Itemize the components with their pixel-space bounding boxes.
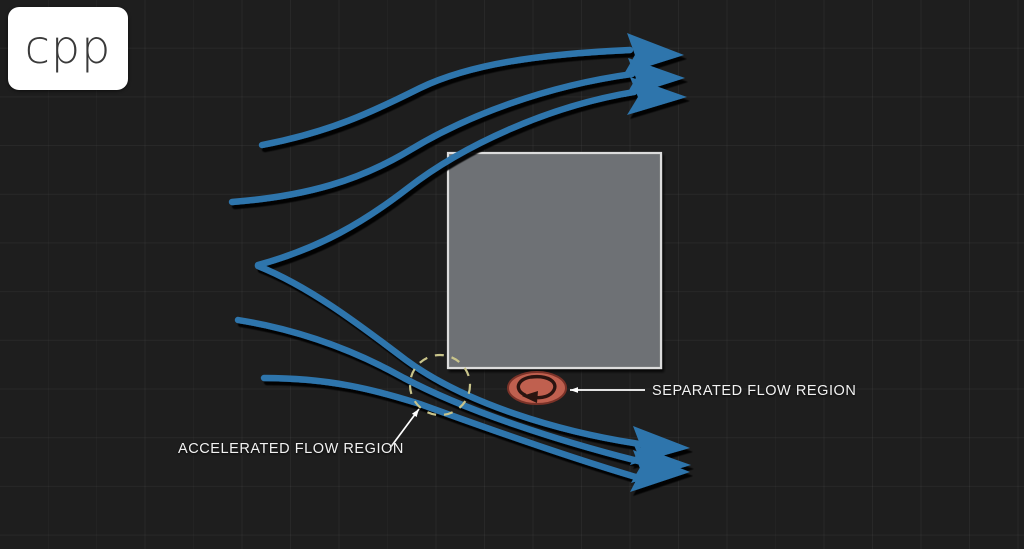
streamline-lower-2 (234, 316, 646, 466)
cpp-logo-badge: cpp (8, 7, 128, 90)
recirculation-arrowhead-icon (522, 391, 538, 403)
streamline-upper-3 (254, 88, 638, 269)
building-block (446, 151, 663, 370)
accelerated-flow-region-label: ACCELERATED FLOW REGION (178, 441, 404, 457)
building-rect (446, 151, 663, 370)
streamline-upper-2 (228, 70, 636, 206)
recirculation-arrow-icon (516, 374, 557, 400)
accelerated-flow-dashed-circle (408, 353, 472, 417)
arrowhead-upper-3 (627, 77, 687, 115)
separated-flow-region-label: SEPARATED FLOW REGION (652, 383, 857, 399)
streamline-lower-3 (260, 374, 650, 484)
upper-streamlines (228, 33, 687, 269)
accelerated-flow-leader-line (389, 408, 420, 449)
lower-streamlines (234, 262, 691, 492)
separated-flow-recirculation-marker (507, 371, 567, 405)
streamline-lower-1 (254, 262, 644, 448)
cpp-logo-text: cpp (24, 20, 112, 74)
streamline-upper-1 (258, 46, 634, 149)
arrowhead-lower-3 (630, 450, 690, 492)
